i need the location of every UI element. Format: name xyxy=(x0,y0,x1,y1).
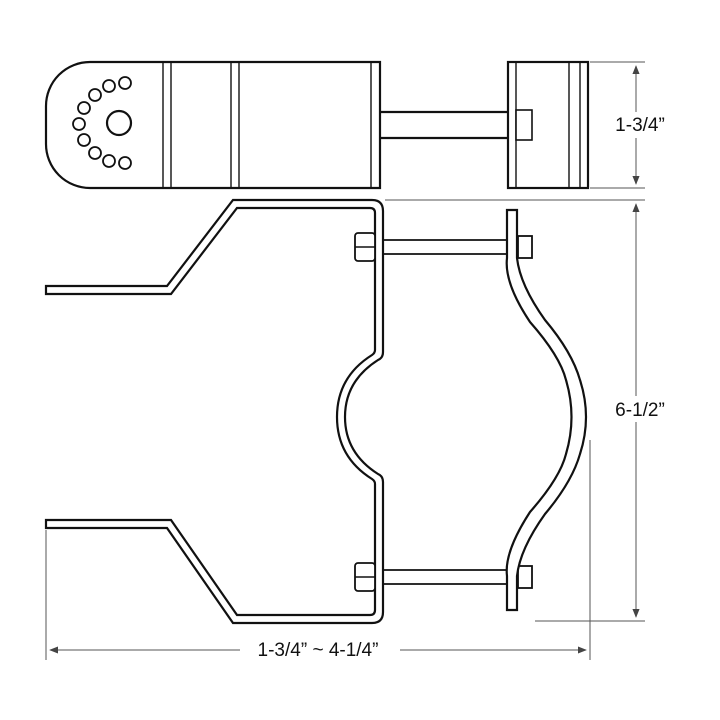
top-nut xyxy=(515,109,533,141)
dim-label-height-main: 6-1/2” xyxy=(615,400,665,421)
upper-nut xyxy=(517,235,533,259)
dim-label-width: 1-3/4” ~ 4-1/4” xyxy=(258,640,379,661)
label-bg xyxy=(600,396,678,422)
adjustment-holes xyxy=(72,76,132,170)
adjustment-hole xyxy=(72,117,86,131)
label-bg xyxy=(600,112,678,138)
adjustment-hole xyxy=(77,133,91,147)
adjustment-hole xyxy=(88,146,102,160)
top-bracket-plate xyxy=(44,60,382,190)
adjustment-hole xyxy=(118,76,132,90)
center-hole xyxy=(105,109,133,137)
adjustment-hole xyxy=(77,101,91,115)
top-bolt-shaft xyxy=(380,110,508,140)
top-view xyxy=(44,60,590,190)
clamp-plate xyxy=(505,208,588,612)
adjustment-hole xyxy=(88,88,102,102)
dim-label-height-top: 1-3/4” xyxy=(615,115,665,136)
adjustment-hole xyxy=(102,79,116,93)
main-bracket-strip xyxy=(44,198,385,625)
front-view xyxy=(44,198,588,625)
adjustment-hole xyxy=(102,154,116,168)
dimension-lines xyxy=(45,61,645,660)
adjustment-hole xyxy=(118,156,132,170)
lower-nut xyxy=(517,565,533,589)
